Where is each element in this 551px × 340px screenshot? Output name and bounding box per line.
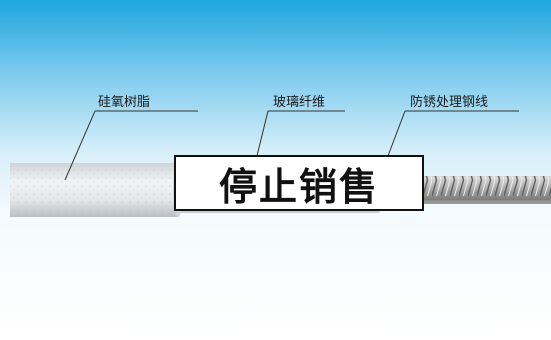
label-glass-fiber: 玻璃纤维 xyxy=(273,95,326,110)
label-silicone-resin: 硅氧树脂 xyxy=(98,95,151,110)
discontinued-text: 停止销售 xyxy=(218,164,379,209)
discontinued-banner: 停止销售 xyxy=(174,155,424,211)
label-rustproof-steel-wire: 防锈处理钢线 xyxy=(410,95,489,110)
silicone-texture xyxy=(10,163,178,217)
